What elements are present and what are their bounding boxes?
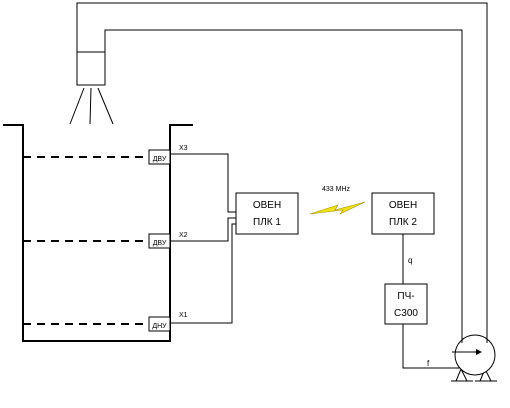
vfd-line2: С300 <box>394 308 418 319</box>
vfd-line1: ПЧ- <box>397 291 414 302</box>
lower-level-sensor-label: ДНУ <box>152 323 167 330</box>
radio-frequency-label: 433 MHz <box>322 186 351 193</box>
frequency-signal-wire <box>402 324 475 369</box>
tank <box>3 124 193 342</box>
plc2-block: ОВЕН ПЛК 2 <box>371 192 435 235</box>
plc1-line1: ОВЕН <box>253 200 281 211</box>
plc1-line2: ПЛК 1 <box>253 217 281 228</box>
control-signal-label: q <box>408 256 412 265</box>
plc2-line2: ПЛК 2 <box>389 217 417 228</box>
radio-link-icon <box>309 201 366 215</box>
lower-level-sensor: ДНУ <box>148 316 171 332</box>
terminal-x2-label: X2 <box>179 232 188 239</box>
frequency-signal-label: f <box>427 359 430 368</box>
pump-icon <box>451 334 497 382</box>
terminal-x3-label: X3 <box>179 145 188 152</box>
terminal-x1-label: X1 <box>179 312 188 319</box>
plc2-line1: ОВЕН <box>389 200 417 211</box>
middle-level-sensor: ДВУ <box>148 233 171 249</box>
upper-level-sensor: ДВУ <box>148 149 171 165</box>
plc1-block: ОВЕН ПЛК 1 <box>235 192 299 235</box>
upper-level-sensor-label: ДВУ <box>153 156 167 163</box>
middle-level-sensor-label: ДВУ <box>153 240 167 247</box>
sensor-wiring <box>170 153 236 324</box>
sprinkler-icon <box>69 51 114 125</box>
vfd-block: ПЧ- С300 <box>384 283 428 325</box>
